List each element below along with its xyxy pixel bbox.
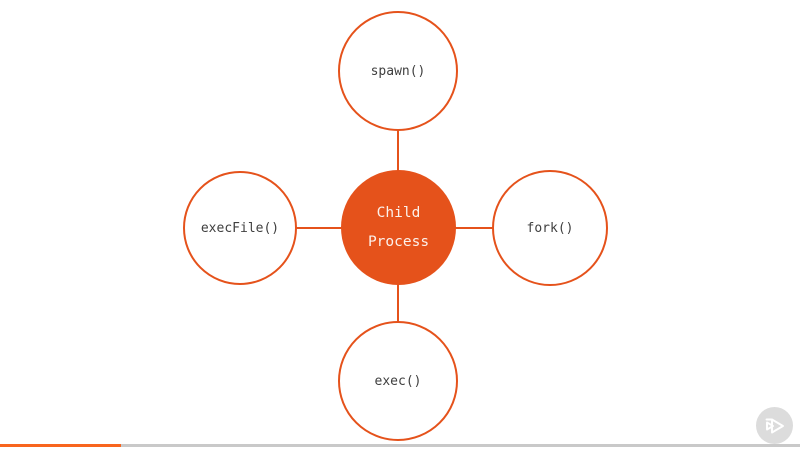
node-execfile-label: execFile() (200, 220, 280, 236)
connector-center-to-fork (455, 227, 493, 229)
node-child-process: Child Process (341, 170, 456, 285)
video-progress-track[interactable] (0, 444, 800, 447)
node-spawn-label: spawn() (370, 63, 426, 79)
node-child-process-label-line2: Process (367, 233, 430, 250)
node-execfile: execFile() (183, 171, 297, 285)
node-spawn: spawn() (338, 11, 458, 131)
video-progress-fill (0, 444, 121, 447)
play-glyph (765, 418, 784, 433)
node-exec: exec() (338, 321, 458, 441)
node-child-process-label-line1: Child (376, 204, 421, 221)
egghead-play-icon (756, 407, 793, 444)
node-exec-label: exec() (374, 373, 422, 389)
connector-center-to-execfile (296, 227, 342, 229)
node-fork: fork() (492, 170, 608, 286)
node-fork-label: fork() (526, 220, 574, 236)
connector-center-to-exec (397, 284, 399, 322)
connector-center-to-spawn (397, 130, 399, 171)
